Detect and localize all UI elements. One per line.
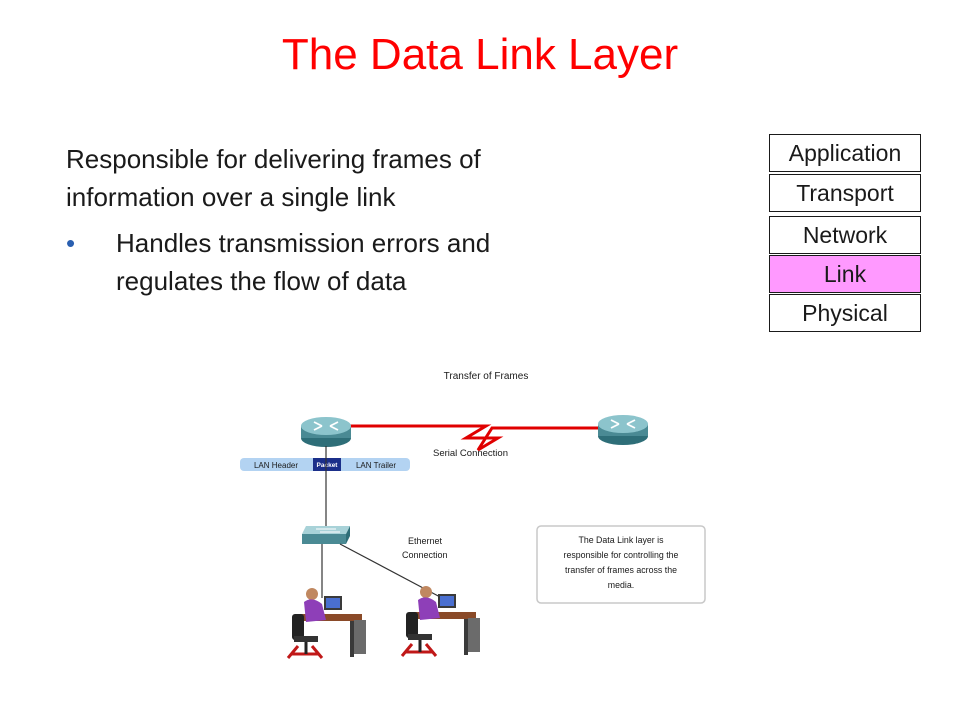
serial-link bbox=[350, 424, 620, 452]
network-diagram: Transfer of Frames Serial Connection LAN… bbox=[228, 358, 728, 688]
ethernet-label-1: Ethernet bbox=[408, 536, 443, 546]
right-workstation-icon bbox=[400, 586, 480, 657]
layer-link: Link bbox=[769, 255, 921, 293]
right-router-icon bbox=[598, 415, 648, 445]
bullet-marker: • bbox=[66, 228, 76, 258]
layer-network: Network bbox=[769, 216, 921, 254]
slide-title: The Data Link Layer bbox=[281, 30, 679, 79]
layer-application: Application bbox=[769, 134, 921, 172]
lan-header-label: LAN Header bbox=[254, 461, 298, 470]
info-line-1: The Data Link layer is bbox=[578, 535, 664, 545]
info-line-4: media. bbox=[608, 580, 634, 590]
intro-text: Responsible for delivering frames of inf… bbox=[66, 144, 481, 212]
serial-connection-label: Serial Connection bbox=[433, 448, 508, 459]
lan-frame: LAN Header Packet LAN Trailer bbox=[240, 458, 410, 471]
lan-trailer-label: LAN Trailer bbox=[356, 461, 396, 470]
info-line-2: responsible for controlling the bbox=[564, 550, 679, 560]
diagram-title: Transfer of Frames bbox=[444, 371, 529, 382]
layer-transport: Transport bbox=[769, 174, 921, 212]
left-router-icon bbox=[301, 417, 351, 447]
layer-physical: Physical bbox=[769, 294, 921, 332]
info-box bbox=[536, 525, 706, 604]
packet-label: Packet bbox=[317, 462, 339, 469]
switch-icon bbox=[302, 526, 350, 544]
bullet-text: Handles transmission errors and regulate… bbox=[116, 228, 491, 296]
info-line-3: transfer of frames across the bbox=[565, 565, 677, 575]
left-workstation-icon bbox=[286, 588, 366, 659]
ethernet-label-2: Connection bbox=[402, 550, 448, 560]
